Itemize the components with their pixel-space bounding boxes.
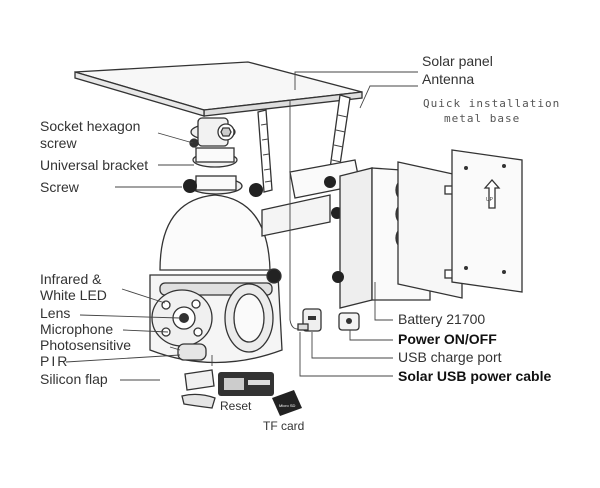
leader-lines xyxy=(65,71,418,381)
tf-card: Micro SD xyxy=(272,390,302,416)
tf-card-text: Micro SD xyxy=(279,403,296,408)
label-reset: Reset xyxy=(220,399,252,413)
label-silicon-flap: Silicon flap xyxy=(40,371,108,387)
label-antenna: Antenna xyxy=(422,71,474,87)
label-tf-card: TF card xyxy=(263,419,304,433)
label-quick-base-line2: metal base xyxy=(444,112,520,125)
label-microphone: Microphone xyxy=(40,321,113,337)
lens-ring-right xyxy=(224,283,274,353)
pir-sensor xyxy=(177,343,207,361)
label-quick-base-line1: Quick installation xyxy=(423,97,560,110)
label-infrared-line2: White LED xyxy=(40,287,107,303)
label-battery: Battery 21700 xyxy=(398,311,485,327)
label-universal-bracket: Universal bracket xyxy=(40,157,148,173)
solar-panel xyxy=(74,61,363,117)
label-infrared-line1: Infrared & xyxy=(40,271,102,287)
label-photosensitive: Photosensitive xyxy=(40,337,131,353)
quick-installation-metal-base: UP xyxy=(451,149,523,293)
screw-left xyxy=(183,179,197,193)
label-socket-line1: Socket hexagon xyxy=(40,118,140,134)
label-screw: Screw xyxy=(40,179,80,195)
solar-usb-cable-part xyxy=(289,319,309,331)
screw-right xyxy=(249,183,263,197)
label-usb-charge: USB charge port xyxy=(398,349,502,365)
label-lens: Lens xyxy=(40,305,70,321)
label-solar-usb: Solar USB power cable xyxy=(398,368,551,384)
label-solar-panel: Solar panel xyxy=(422,53,493,69)
lens xyxy=(172,306,196,330)
silicon-flap xyxy=(181,369,216,409)
label-power: Power ON/OFF xyxy=(398,331,497,347)
socket-hexagon-screw xyxy=(189,117,236,148)
up-arrow-text: UP xyxy=(486,197,494,203)
power-switch-part xyxy=(338,312,360,331)
antenna-left xyxy=(257,109,273,193)
label-socket-line2: screw xyxy=(40,135,77,151)
sd-slot-panel xyxy=(218,372,274,396)
universal-bracket xyxy=(189,147,243,195)
label-pir: PIR xyxy=(40,353,69,369)
